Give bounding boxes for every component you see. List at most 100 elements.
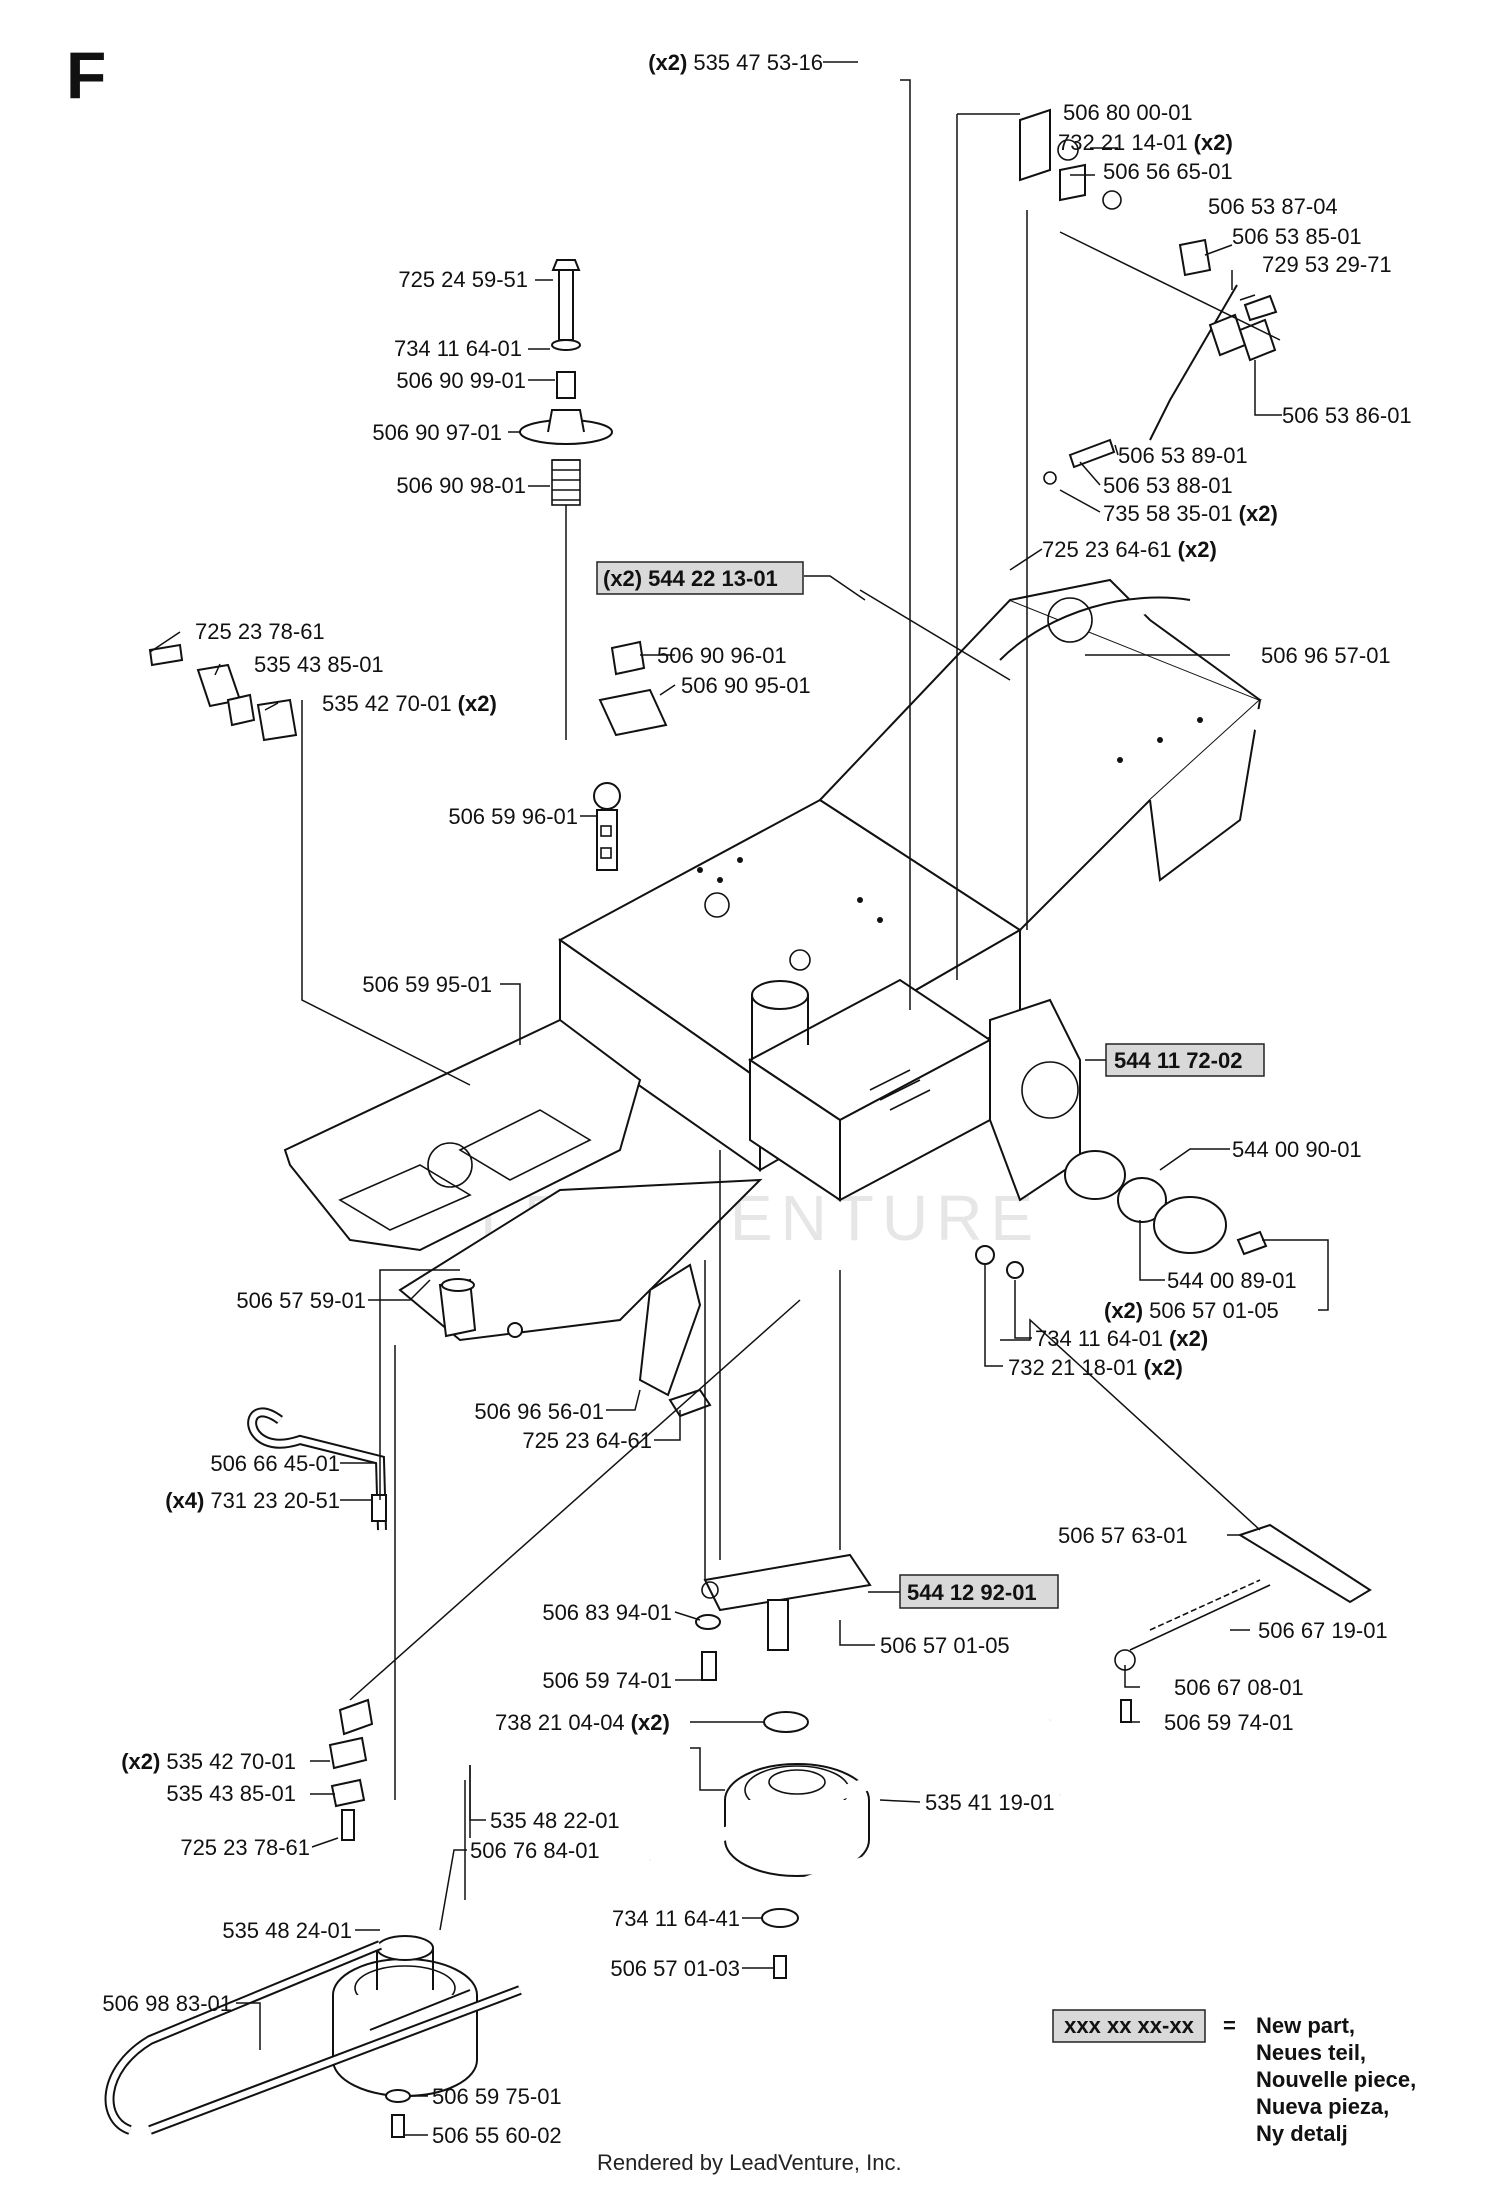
callout-c54: 734 11 64-41	[612, 1906, 740, 1931]
callout-part-number: 506 80 00-01	[1063, 100, 1193, 125]
callout-c25: 506 59 96-01	[448, 804, 578, 829]
callout-part-number: 506 57 01-03	[610, 1956, 740, 1981]
legend-code: xxx xx xx-xx	[1064, 2013, 1194, 2038]
callout-part-number: 506 53 87-04	[1208, 194, 1338, 219]
callout-c35: 725 23 64-61	[522, 1428, 652, 1453]
callout-c26: 506 59 95-01	[362, 972, 492, 997]
callout-c18: (x2)544 22 13-01	[596, 561, 804, 595]
callout-part-number: 535 42 70-01	[166, 1749, 296, 1774]
callout-c33: 732 21 18-01(x2)	[1008, 1355, 1183, 1380]
seat-bracket	[1019, 108, 1122, 210]
callout-part-number: 725 23 64-61	[1042, 537, 1172, 562]
callout-part-number: 732 21 18-01	[1008, 1355, 1138, 1380]
legend-line-1: New part,	[1256, 2013, 1355, 2038]
legend-sample-box	[1052, 2009, 1206, 2043]
callout-part-number: 544 12 92-01	[907, 1580, 1037, 1605]
callout-part-number: 506 67 19-01	[1258, 1618, 1388, 1643]
callout-part-number: 506 57 59-01	[236, 1288, 366, 1313]
callout-c17: 725 23 64-61(x2)	[1042, 537, 1217, 562]
callout-qty: (x2)	[1239, 501, 1278, 526]
callout-c49: 535 41 19-01	[925, 1790, 1055, 1815]
callout-part-number: 506 55 60-02	[432, 2123, 562, 2148]
callout-part-number: 544 00 89-01	[1167, 1268, 1297, 1293]
callout-part-number: 734 11 64-41	[612, 1906, 740, 1931]
callout-c51: 725 23 78-61	[180, 1835, 310, 1860]
bearing-flange	[975, 1150, 1268, 1279]
svg-text:544 11 72-02: 544 11 72-02	[1114, 1048, 1242, 1073]
callout-part-number: 732 21 14-01	[1058, 130, 1188, 155]
callout-part-number: 535 42 70-01	[322, 691, 452, 716]
callout-c56: 506 98 83-01	[102, 1991, 232, 2016]
callout-part-number: 506 59 74-01	[542, 1668, 672, 1693]
pedal-assembly	[1043, 238, 1278, 485]
callout-c38: 506 57 63-01	[1058, 1523, 1188, 1548]
callout-part-number: 535 47 53-16	[693, 50, 823, 75]
callout-part-number: 506 67 08-01	[1174, 1675, 1304, 1700]
callout-qty: (x2)	[1178, 537, 1217, 562]
callout-part-number: 731 23 20-51	[210, 1488, 340, 1513]
callout-c20: 506 90 96-01	[657, 643, 787, 668]
callout-part-number: 506 59 74-01	[1164, 1710, 1294, 1735]
callout-c31: 506 57 59-01	[236, 1288, 366, 1313]
chassis-frame	[283, 578, 1408, 1342]
part-callouts: (x2)535 47 53-16 506 80 00-01 732 21 14-…	[102, 50, 1411, 2148]
callout-c40: 506 83 94-01	[542, 1600, 672, 1625]
callout-c16: 735 58 35-01(x2)	[1103, 501, 1278, 526]
callout-c41: 506 67 19-01	[1258, 1618, 1388, 1643]
legend-line-2: Neues teil,	[1256, 2040, 1366, 2065]
callout-part-number: 544 11 72-02	[1114, 1048, 1242, 1073]
svg-text:544 12 92-01: 544 12 92-01	[907, 1580, 1037, 1605]
callout-qty: (x2)	[648, 50, 687, 75]
callout-c04: 506 56 65-01	[1103, 159, 1233, 184]
callout-c55: 506 57 01-03	[610, 1956, 740, 1981]
callout-c10: 506 90 99-01	[396, 368, 526, 393]
callout-c02: 506 80 00-01	[1063, 100, 1193, 125]
callout-part-number: 506 53 89-01	[1118, 443, 1248, 468]
callout-part-number: 506 76 84-01	[470, 1838, 600, 1863]
callout-c53: 535 48 24-01	[222, 1918, 352, 1943]
pulley-assembly	[647, 1553, 1063, 1979]
callout-c48: 535 43 85-01	[166, 1781, 296, 1806]
callout-qty: (x2)	[1104, 1298, 1143, 1323]
callout-c36: 506 66 45-01	[210, 1451, 340, 1476]
callout-c22: 535 43 85-01	[254, 652, 384, 677]
callout-c06: 506 53 85-01	[1232, 224, 1362, 249]
callout-c28: 544 00 90-01	[1232, 1137, 1362, 1162]
callout-part-number: 544 22 13-01	[648, 566, 778, 591]
callout-c05: 506 53 87-04	[1208, 194, 1338, 219]
callout-qty: (x2)	[631, 1710, 670, 1735]
callout-c45: 738 21 04-04(x2)	[495, 1710, 670, 1735]
callout-part-number: 735 58 35-01	[1103, 501, 1233, 526]
callout-part-number: 506 59 95-01	[362, 972, 492, 997]
callout-qty: (x2)	[603, 566, 642, 591]
callout-part-number: 506 59 75-01	[432, 2084, 562, 2109]
callout-part-number: 729 53 29-71	[1262, 252, 1392, 277]
callout-part-number: 535 48 24-01	[222, 1918, 352, 1943]
callout-c19: 725 23 78-61	[195, 619, 325, 644]
callout-part-number: 535 43 85-01	[166, 1781, 296, 1806]
callout-part-number: 725 24 59-51	[398, 267, 528, 292]
callout-c32: 734 11 64-01(x2)	[1035, 1326, 1208, 1351]
callout-part-number: 725 23 64-61	[522, 1428, 652, 1453]
callout-part-number: 506 59 96-01	[448, 804, 578, 829]
callout-part-number: 506 53 85-01	[1232, 224, 1362, 249]
callout-c57: 506 59 75-01	[432, 2084, 562, 2109]
legend: xxx xx xx-xx = New part, Neues teil, Nou…	[1052, 2009, 1416, 2146]
callout-c09: 734 11 64-01	[394, 336, 522, 361]
callout-part-number: 506 90 95-01	[681, 673, 811, 698]
callout-part-number: 506 57 63-01	[1058, 1523, 1188, 1548]
callout-c58: 506 55 60-02	[432, 2123, 562, 2148]
callout-part-number: 725 23 78-61	[180, 1835, 310, 1860]
legend-line-5: Ny detalj	[1256, 2121, 1348, 2146]
new-part-box	[1105, 1043, 1265, 1077]
callout-c08: 725 24 59-51	[398, 267, 528, 292]
callout-c30: (x2)506 57 01-05	[1104, 1298, 1279, 1323]
engine-pulley	[104, 1698, 522, 2138]
callout-qty: (x4)	[165, 1488, 204, 1513]
callout-c46: 506 59 74-01	[1164, 1710, 1294, 1735]
callout-part-number: 734 11 64-01	[1035, 1326, 1163, 1351]
callout-part-number: 738 21 04-04	[495, 1710, 625, 1735]
callout-c39: 544 12 92-01	[899, 1574, 1059, 1609]
callout-qty: (x2)	[1169, 1326, 1208, 1351]
